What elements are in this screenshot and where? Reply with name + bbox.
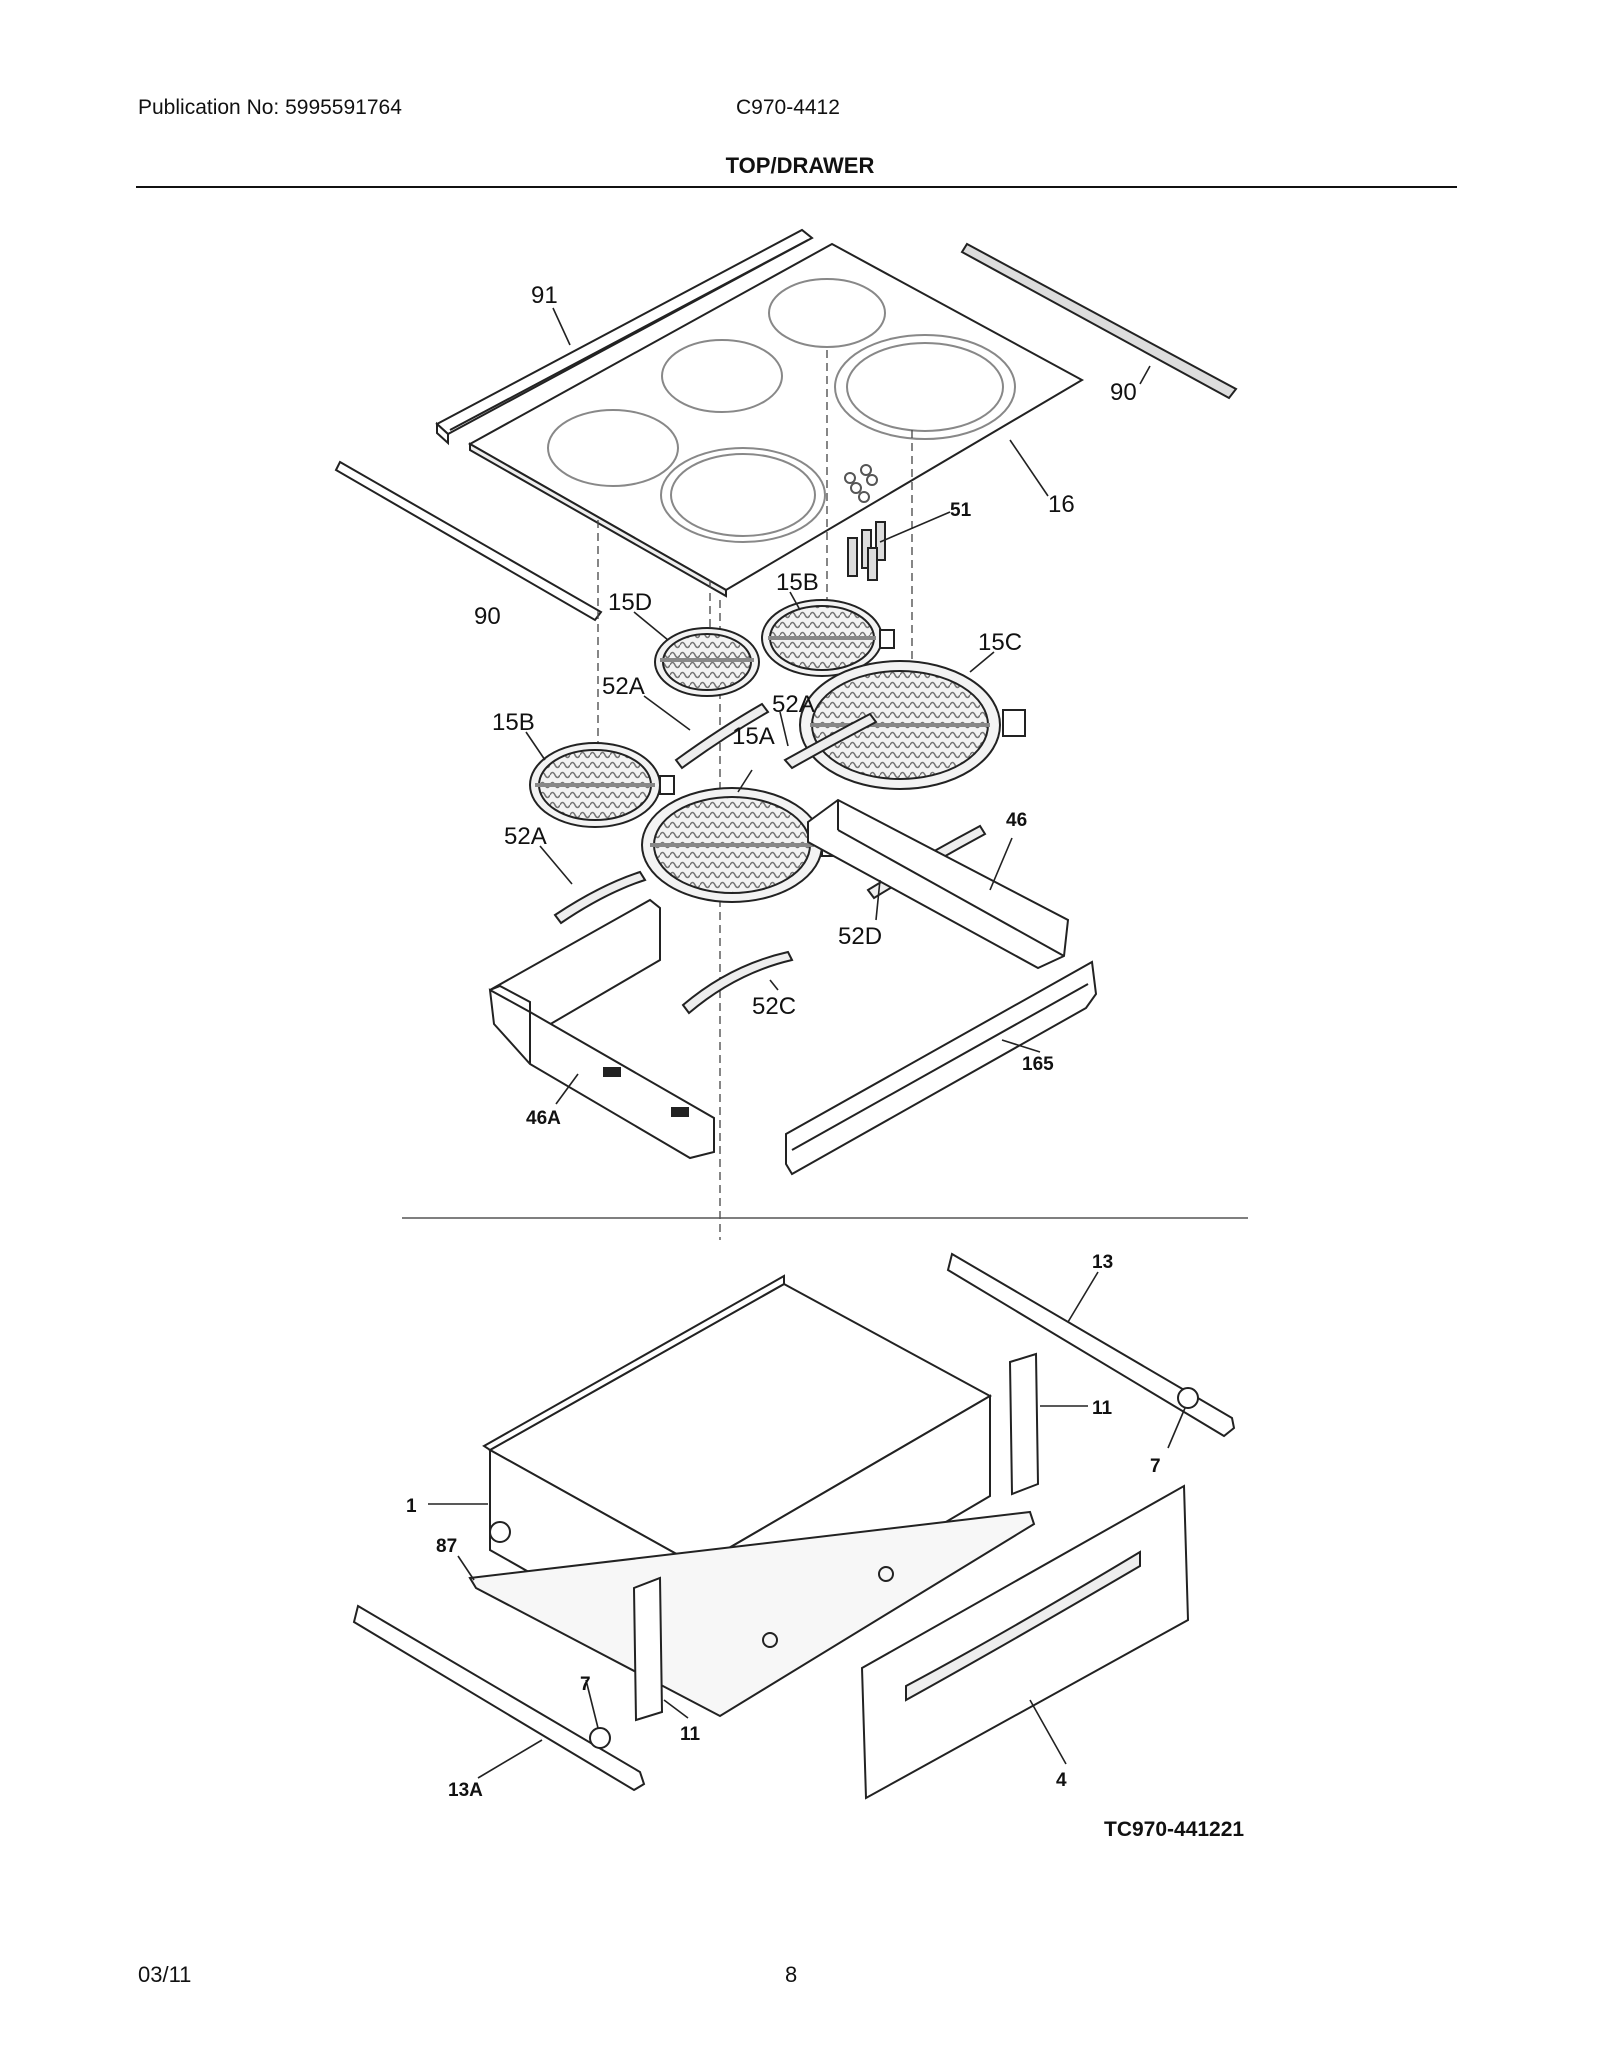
callout-51: 51 xyxy=(950,500,972,521)
callout-52d: 52D xyxy=(838,923,882,950)
drawer-slide-13 xyxy=(946,1252,1236,1438)
callout-7-left: 7 xyxy=(580,1674,591,1695)
header-rule xyxy=(136,186,1457,188)
callout-15b-front: 15B xyxy=(492,709,535,736)
callout-87: 87 xyxy=(436,1536,457,1557)
callout-7-right: 7 xyxy=(1150,1456,1161,1477)
rear-trim-91 xyxy=(435,228,814,446)
front-frame-165 xyxy=(785,960,1098,1176)
model-number: C970-4412 xyxy=(736,96,840,119)
callout-165: 165 xyxy=(1022,1054,1054,1075)
drawer-slide-13a xyxy=(352,1604,646,1792)
drawer-brackets-11 xyxy=(632,1352,1040,1722)
callout-52a-1: 52A xyxy=(602,673,645,700)
side-trim-90-right xyxy=(960,242,1238,400)
side-frame-46a xyxy=(488,898,715,1160)
callout-15c: 15C xyxy=(978,629,1022,656)
callout-46a: 46A xyxy=(526,1108,561,1129)
glass-cooktop-16 xyxy=(467,242,1085,598)
page-number: 8 xyxy=(785,1962,798,1987)
callout-4: 4 xyxy=(1056,1770,1067,1791)
callout-leader-lines xyxy=(428,307,1186,1779)
element-15a xyxy=(641,787,843,903)
element-15b-front xyxy=(529,742,675,828)
callout-52a-2: 52A xyxy=(772,691,815,718)
callout-15b-rear: 15B xyxy=(776,569,819,596)
callout-15a: 15A xyxy=(732,723,775,750)
section-title: TOP/DRAWER xyxy=(725,153,875,178)
drawer-front-4 xyxy=(860,1484,1190,1800)
callout-52a-3: 52A xyxy=(504,823,547,850)
callout-90-right: 90 xyxy=(1110,379,1137,406)
side-trim-90-left xyxy=(334,460,603,622)
callout-1: 1 xyxy=(406,1496,417,1517)
callout-46: 46 xyxy=(1006,810,1027,831)
callout-91: 91 xyxy=(531,282,558,309)
callout-90-left: 90 xyxy=(474,603,501,630)
rear-frame-46 xyxy=(807,798,1070,970)
element-15b-rear xyxy=(761,599,895,677)
drawing-code: TC970-441221 xyxy=(1104,1818,1244,1841)
callout-15d: 15D xyxy=(608,589,652,616)
callout-13a: 13A xyxy=(448,1780,483,1801)
switch-assembly-51 xyxy=(847,521,886,581)
footer-date: 03/11 xyxy=(138,1962,192,1987)
callout-11-right: 11 xyxy=(1092,1398,1113,1419)
callout-11-left: 11 xyxy=(680,1724,701,1745)
publication-number: Publication No: 5995591764 xyxy=(138,96,402,119)
callout-16: 16 xyxy=(1048,491,1075,518)
drawer-bottom-87 xyxy=(468,1510,1036,1718)
callout-52c: 52C xyxy=(752,993,796,1020)
callout-13: 13 xyxy=(1092,1252,1113,1273)
element-15d xyxy=(654,627,760,697)
element-15c xyxy=(799,660,1026,790)
callout-labels: 91 90 16 51 90 15B 15D 15C 52A 15B 52A 1… xyxy=(406,282,1244,1841)
